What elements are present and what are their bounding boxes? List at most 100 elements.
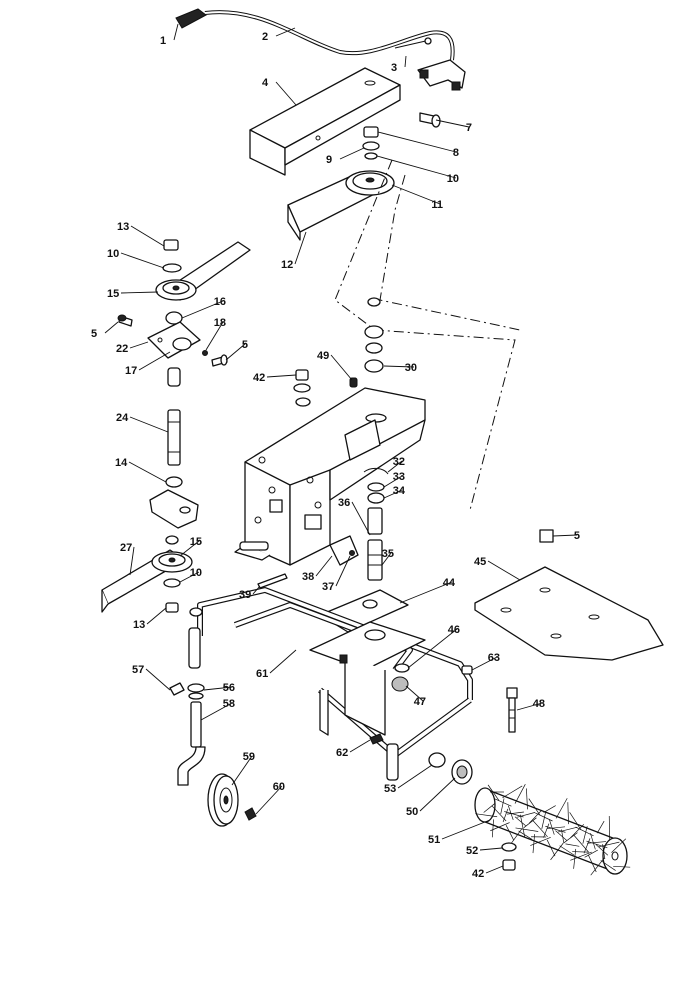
brush-bristle [528, 798, 541, 816]
callout-leader-line [381, 552, 392, 566]
callout-number-c22: 22 [116, 343, 128, 355]
brush-bristle [507, 805, 514, 821]
brush-bristle [569, 812, 582, 831]
handle-assembly [175, 8, 466, 91]
callout-number-c10b: 10 [107, 248, 119, 260]
callout-leader-line [129, 341, 149, 349]
brush-fasteners [501, 842, 517, 871]
callout-number-c42a: 42 [253, 372, 265, 384]
callout-number-c50: 50 [406, 806, 418, 818]
callout-leader-line [200, 702, 233, 721]
callout-number-c11: 11 [431, 199, 443, 211]
callout-number-c57: 57 [132, 664, 144, 676]
brush-bristle [502, 808, 509, 823]
callout-leader-line [383, 365, 415, 368]
callout-leader-line [275, 27, 296, 37]
brush-bristle [547, 826, 566, 830]
sweeper-brush [474, 784, 631, 876]
callout-leader-line [129, 546, 135, 576]
tensioner-plate [117, 311, 228, 367]
callout-number-c61: 61 [256, 668, 268, 680]
brush-bristle [590, 833, 596, 850]
callout-number-c59: 59 [243, 751, 255, 763]
brush-bristle [491, 805, 507, 822]
callout-leader-line [339, 147, 365, 160]
callout-number-c17: 17 [125, 365, 137, 377]
brush-bristle [582, 826, 588, 844]
top-cover [249, 67, 401, 176]
brush-bristle [514, 816, 526, 826]
callout-number-c34: 34 [393, 485, 406, 497]
callout-number-c13a: 13 [117, 221, 129, 233]
callout-leader-line [407, 628, 458, 669]
callout-number-c44: 44 [443, 577, 456, 589]
callout-leader-line [179, 540, 200, 557]
callout-leader-line [330, 354, 353, 381]
callout-number-c10a: 10 [447, 173, 459, 185]
pulley-arm-lower [101, 535, 193, 613]
brush-bristle [532, 834, 535, 854]
pin-39 [257, 573, 288, 589]
pulley-arm-left [155, 239, 251, 301]
brush-bristle [572, 851, 589, 853]
callout-number-c4: 4 [262, 77, 269, 89]
brush-bristle [565, 843, 580, 847]
callout-leader-line [487, 560, 521, 581]
brush-bristle [555, 798, 568, 819]
callout-number-c42b: 42 [472, 868, 484, 880]
brush-bristle [529, 809, 543, 824]
brush-bristle [516, 812, 536, 818]
brush-bristle [559, 845, 575, 856]
caster-assembly [169, 682, 257, 827]
brush-bristle [487, 784, 500, 801]
callout-leader-line [552, 534, 578, 537]
brush-bristle [611, 838, 627, 853]
brush-bristle [510, 828, 523, 845]
callout-leader-line [146, 607, 167, 625]
callout-number-c38: 38 [302, 571, 314, 583]
callout-number-c45: 45 [474, 556, 486, 568]
brush-bristle [505, 825, 515, 841]
main-frame [188, 587, 473, 781]
callout-number-c5a: 5 [91, 328, 97, 340]
shaft-24 [167, 367, 181, 466]
callout-leader-line [179, 571, 200, 583]
callout-leader-line [377, 131, 457, 153]
callout-number-c48: 48 [533, 698, 545, 710]
nut-stack-upper [362, 126, 380, 160]
callout-number-c51: 51 [428, 834, 440, 846]
callout-leader-line [405, 685, 424, 702]
brush-bristle [573, 834, 590, 853]
callout-number-c8: 8 [453, 147, 459, 159]
spindle-assembly [329, 467, 389, 581]
callout-number-c47: 47 [414, 696, 426, 708]
callout-leader-line [120, 291, 159, 294]
brush-bristle [586, 840, 608, 849]
callout-leader-line [516, 702, 543, 711]
brush-bristle [507, 811, 524, 815]
callout-number-c35: 35 [382, 548, 394, 560]
brush-bristle [557, 826, 578, 833]
callout-leader-line [269, 649, 297, 674]
brush-bristle [613, 865, 631, 868]
callout-leader-line [203, 686, 233, 691]
callout-number-c1: 1 [160, 35, 166, 47]
brush-bristle [563, 832, 578, 844]
callout-leader-line [120, 252, 165, 269]
callout-leader-line [294, 231, 307, 265]
callout-number-c13b: 13 [133, 619, 145, 631]
brush-bristle [483, 802, 496, 813]
callout-leader-line [181, 300, 224, 319]
brush-bristle [549, 819, 555, 835]
callout-number-c5c: 5 [574, 530, 580, 542]
callout-number-c33: 33 [393, 471, 405, 483]
callout-leader-line [315, 555, 333, 577]
callout-leader-line [485, 865, 504, 874]
callout-leader-line [252, 585, 261, 595]
callout-number-c12: 12 [281, 259, 293, 271]
callout-number-c37: 37 [322, 581, 334, 593]
callout-leader-line [138, 351, 171, 371]
